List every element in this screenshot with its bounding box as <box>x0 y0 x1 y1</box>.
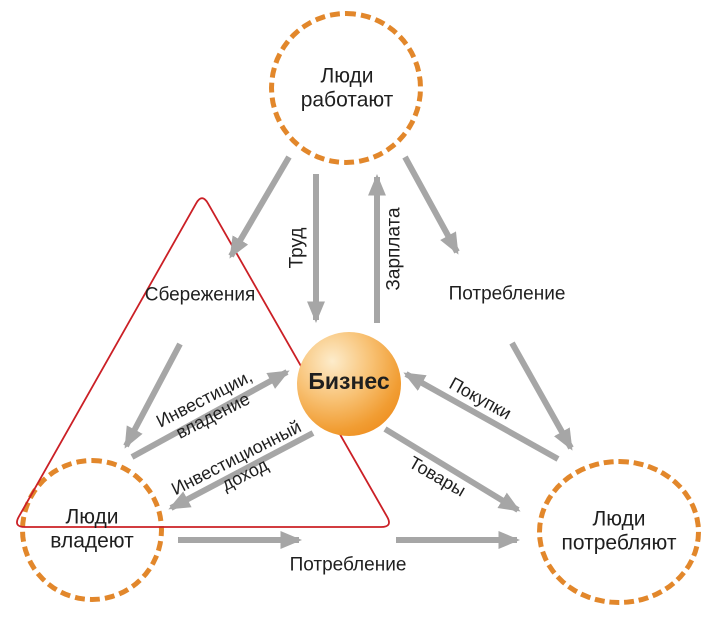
node-own-label: Люди владеют <box>50 505 134 552</box>
node-consume-circle <box>537 459 701 605</box>
node-business-label: Бизнес <box>308 368 390 395</box>
node-work-label: Люди работают <box>300 64 394 111</box>
arrow-investments <box>130 369 290 460</box>
label-salary: Зарплата <box>383 207 405 291</box>
node-own-circle <box>20 458 164 602</box>
arrow-consumption-to-consume <box>509 341 574 451</box>
label-consumption-top: Потребление <box>448 283 566 305</box>
arrow-work-to-savings <box>228 155 292 259</box>
arrow-savings-to-own <box>123 342 183 449</box>
arrow-purchases <box>403 371 560 462</box>
label-savings: Сбережения <box>144 284 256 306</box>
arrow-work-to-consumption <box>402 155 460 255</box>
arrow-investment-income <box>168 430 315 511</box>
node-consume-label: Люди потребляют <box>561 507 677 554</box>
label-labor: Труд <box>286 227 308 269</box>
arrow-goods <box>383 426 521 513</box>
node-business-circle <box>297 332 401 436</box>
label-consumption-bottom: Потребление <box>289 554 407 576</box>
node-work-circle <box>269 11 423 165</box>
red-triangle-path <box>16 197 390 528</box>
